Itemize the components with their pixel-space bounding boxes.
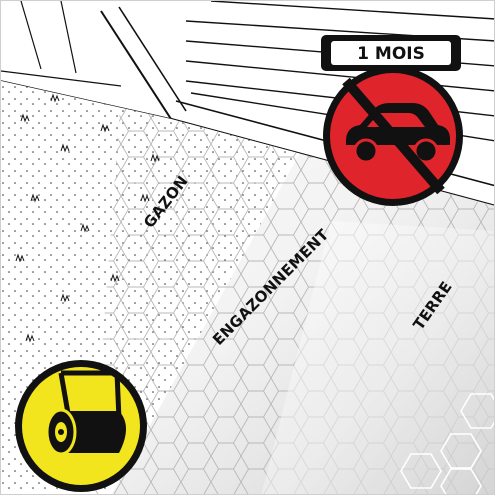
duration-label: 1 MOIS	[357, 44, 425, 64]
no-vehicle-sign: 1 MOIS	[321, 35, 463, 206]
lawn-roller-sign	[15, 360, 147, 492]
